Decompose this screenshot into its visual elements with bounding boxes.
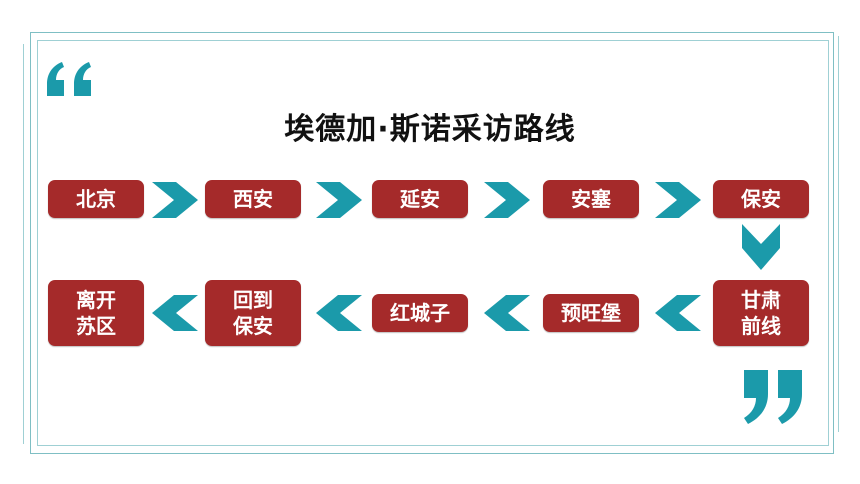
route-stop-ansai: 安塞 — [543, 180, 639, 218]
chevron-right-icon — [484, 182, 530, 218]
route-stop-beijing: 北京 — [48, 180, 144, 218]
route-stop-return-baoan: 回到 保安 — [205, 280, 301, 346]
route-stop-yanan: 延安 — [372, 180, 468, 218]
chevron-left-icon — [655, 295, 701, 331]
outer-frame — [30, 32, 834, 454]
route-stop-hongchengzi: 红城子 — [372, 294, 468, 332]
diagram-title: 埃德加·斯诺采访路线 — [284, 112, 576, 147]
inner-frame — [37, 40, 829, 446]
frame-accent-line — [838, 36, 839, 432]
chevron-left-icon — [152, 295, 198, 331]
open-quote-icon — [47, 62, 91, 96]
chevron-down-icon — [742, 224, 780, 270]
route-stop-leave-soviet-area: 离开 苏区 — [48, 280, 144, 346]
route-stop-gansu-front: 甘肃 前线 — [713, 280, 809, 346]
chevron-right-icon — [316, 182, 362, 218]
chevron-right-icon — [152, 182, 198, 218]
close-quote-icon — [744, 370, 802, 424]
frame-accent-line — [23, 44, 24, 444]
chevron-left-icon — [316, 295, 362, 331]
route-stop-baoan: 保安 — [713, 180, 809, 218]
chevron-right-icon — [655, 182, 701, 218]
route-stop-yuwangbao: 预旺堡 — [543, 294, 639, 332]
chevron-left-icon — [484, 295, 530, 331]
route-stop-xian: 西安 — [205, 180, 301, 218]
